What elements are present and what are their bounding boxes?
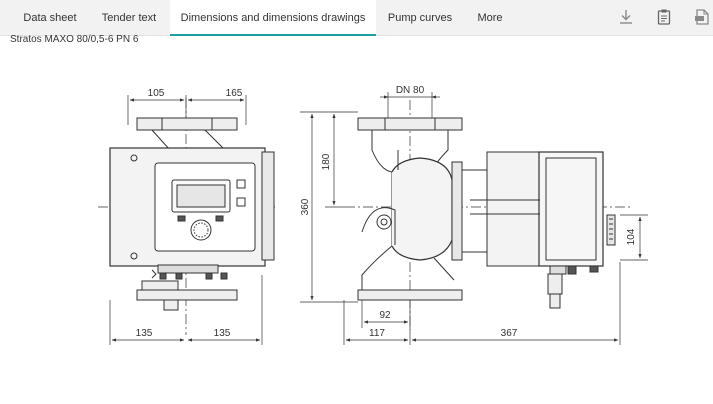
product-title: Stratos MAXO 80/0,5-6 PN 6 bbox=[10, 34, 139, 45]
tab-bar: Data sheet Tender text Dimensions and di… bbox=[0, 0, 713, 36]
side-dimensions bbox=[300, 92, 648, 345]
tab-data-sheet[interactable]: Data sheet bbox=[23, 12, 77, 24]
pdf-document-icon[interactable] bbox=[692, 7, 712, 27]
dimension-label-dn80: DN 80 bbox=[396, 85, 425, 96]
dimension-label-180: 180 bbox=[321, 153, 332, 170]
dimension-label-105: 105 bbox=[148, 88, 165, 99]
front-dimensions bbox=[109, 95, 263, 345]
tab-tender-text[interactable]: Tender text bbox=[101, 12, 157, 24]
tab-pump-curves[interactable]: Pump curves bbox=[387, 12, 453, 24]
side-view bbox=[345, 100, 632, 330]
tab-dimensions[interactable]: Dimensions and dimensions drawings bbox=[170, 0, 376, 36]
dimension-label-367: 367 bbox=[501, 328, 518, 339]
dimension-label-135-left: 135 bbox=[136, 328, 153, 339]
dimension-label-360: 360 bbox=[300, 198, 311, 215]
dimension-label-135-right: 135 bbox=[214, 328, 231, 339]
download-icon[interactable] bbox=[616, 7, 636, 27]
dimension-label-117: 117 bbox=[369, 328, 385, 339]
dimension-label-104: 104 bbox=[626, 228, 637, 245]
tab-more[interactable]: More bbox=[477, 12, 503, 24]
clipboard-icon[interactable] bbox=[654, 7, 674, 27]
dimension-label-92: 92 bbox=[379, 310, 391, 321]
front-view bbox=[98, 98, 278, 335]
dimension-label-165: 165 bbox=[226, 88, 243, 99]
